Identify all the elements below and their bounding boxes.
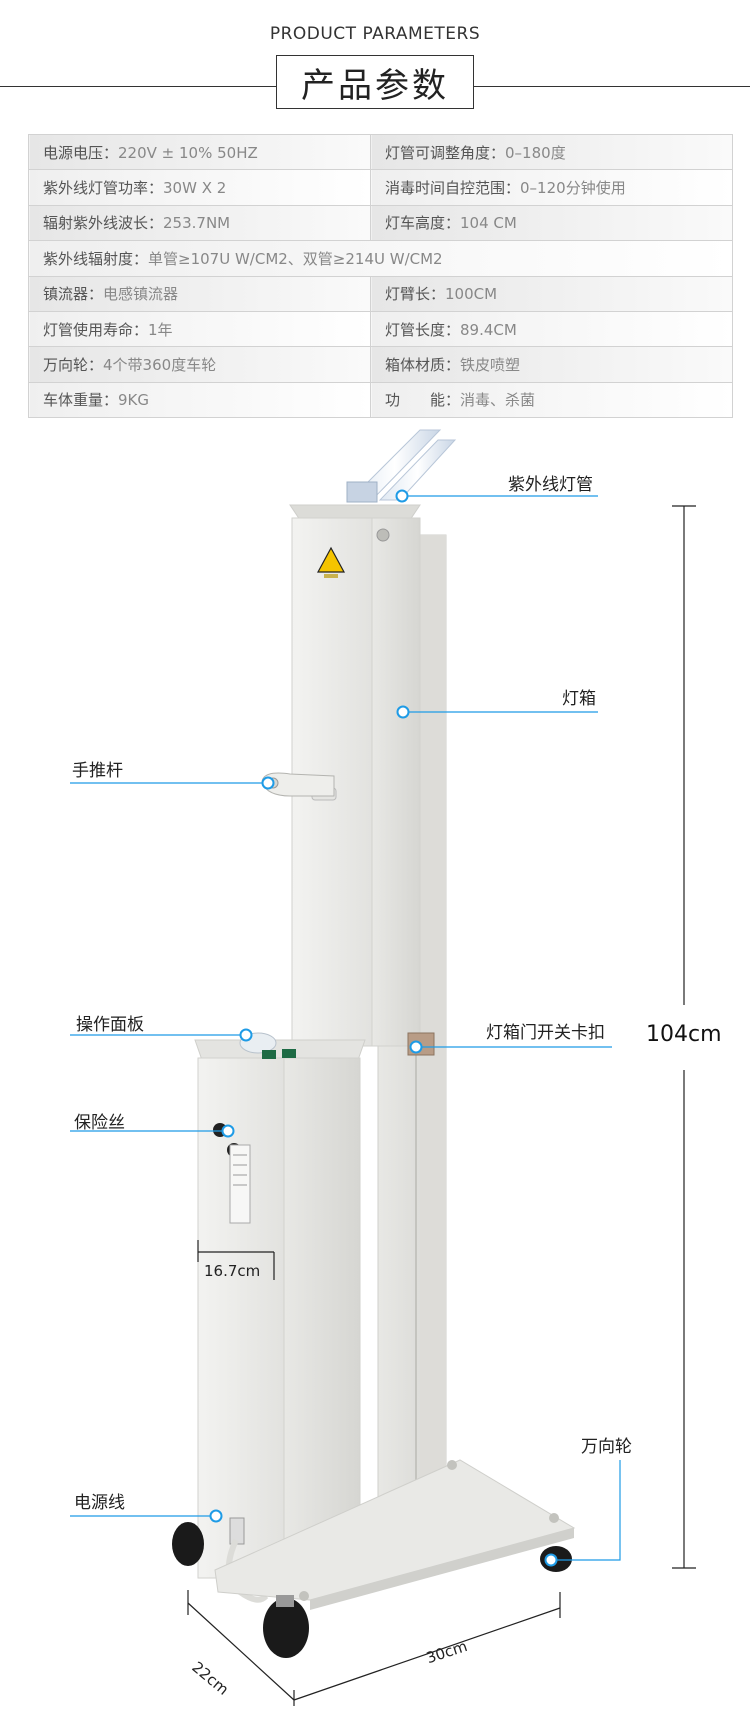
spec-value: 30W X 2 bbox=[163, 179, 227, 198]
section-title: 产品参数 bbox=[276, 55, 474, 109]
power-plug-icon bbox=[229, 1517, 245, 1545]
spec-value: 253.7NM bbox=[163, 214, 231, 233]
spec-label: 灯车高度： bbox=[385, 214, 461, 233]
spec-label: 辐射紫外线波长： bbox=[43, 214, 164, 233]
spec-label: 万向轮： bbox=[43, 355, 104, 374]
base-width-dimension-line bbox=[197, 1240, 275, 1280]
spec-cell: 辐射紫外线波长：253.7NM bbox=[28, 204, 371, 242]
switch-icon bbox=[262, 1050, 276, 1059]
spec-label: 灯臂长： bbox=[385, 285, 446, 304]
spec-cell: 灯臂长：100CM bbox=[370, 275, 733, 312]
spec-row: 镇流器：电感镇流器灯臂长：100CM bbox=[28, 275, 733, 312]
spec-cell: 紫外线灯管功率：30W X 2 bbox=[28, 169, 371, 206]
spec-value: 0–120分钟使用 bbox=[520, 179, 626, 198]
callout-lamp-box: 灯箱 bbox=[562, 689, 596, 709]
callout-lines bbox=[70, 495, 621, 1561]
spec-label: 车体重量： bbox=[43, 391, 119, 410]
callout-control-panel: 操作面板 bbox=[76, 1015, 144, 1035]
spec-value: 消毒、杀菌 bbox=[460, 391, 536, 410]
spec-label: 功 能： bbox=[385, 391, 461, 410]
spec-label: 灯管可调整角度： bbox=[385, 143, 506, 162]
callout-uv-tube: 紫外线灯管 bbox=[508, 475, 593, 495]
spec-label: 紫外线灯管功率： bbox=[43, 179, 164, 198]
spec-value: 铁皮喷塑 bbox=[460, 355, 521, 374]
spec-cell: 万向轮：4个带360度车轮 bbox=[28, 346, 371, 383]
product-illustration bbox=[70, 429, 696, 1706]
footprint-dimension-lines bbox=[187, 1590, 561, 1706]
dimension-base-width: 16.7cm bbox=[204, 1262, 261, 1280]
spec-cell: 消毒时间自控范围：0–120分钟使用 bbox=[370, 169, 733, 206]
spec-row: 万向轮：4个带360度车轮箱体材质：铁皮喷塑 bbox=[28, 346, 733, 383]
callout-caster: 万向轮 bbox=[581, 1437, 632, 1457]
spec-cell: 功 能：消毒、杀菌 bbox=[370, 381, 733, 419]
spec-label: 灯管使用寿命： bbox=[43, 320, 149, 339]
title-rule-right bbox=[474, 86, 750, 87]
spec-cell: 灯管可调整角度：0–180度 bbox=[370, 133, 733, 171]
callout-power-cord: 电源线 bbox=[74, 1493, 125, 1513]
english-section-title: PRODUCT PARAMETERS bbox=[269, 24, 481, 44]
spec-value: 电感镇流器 bbox=[103, 285, 179, 304]
spec-value: 9KG bbox=[118, 391, 150, 410]
spec-value: 0–180度 bbox=[505, 143, 566, 162]
callout-dots bbox=[209, 489, 558, 1567]
spec-cell: 箱体材质：铁皮喷塑 bbox=[370, 346, 733, 383]
spec-label: 灯管长度： bbox=[385, 320, 461, 339]
spec-label: 消毒时间自控范围： bbox=[385, 179, 521, 198]
spec-value: 89.4CM bbox=[460, 320, 517, 339]
base-plate bbox=[214, 1459, 576, 1610]
spec-value: 220V ± 10% 50HZ bbox=[118, 143, 258, 162]
lamp-box bbox=[289, 504, 421, 1047]
switch-icon bbox=[282, 1049, 296, 1058]
spec-label: 电源电压： bbox=[43, 143, 119, 162]
dimension-height: 104cm bbox=[646, 1022, 722, 1047]
spec-value: 4个带360度车轮 bbox=[103, 355, 217, 374]
spec-cell: 紫外线辐射度：单管≥107U W/CM2、双管≥214U W/CM2 bbox=[28, 240, 733, 277]
spec-cell: 灯管长度：89.4CM bbox=[370, 310, 733, 348]
lower-cabinet bbox=[194, 1032, 366, 1603]
callout-lamp-box-latch: 灯箱门开关卡扣 bbox=[486, 1023, 605, 1043]
height-dimension-line bbox=[672, 505, 696, 1569]
spec-cell: 灯管使用寿命：1年 bbox=[28, 310, 371, 348]
spec-value: 单管≥107U W/CM2、双管≥214U W/CM2 bbox=[148, 249, 443, 268]
spec-label: 紫外线辐射度： bbox=[43, 249, 149, 268]
spec-cell: 电源电压：220V ± 10% 50HZ bbox=[28, 133, 371, 171]
callout-push-handle: 手推杆 bbox=[72, 761, 123, 781]
spec-label: 箱体材质： bbox=[385, 355, 461, 374]
spec-cell: 灯车高度：104 CM bbox=[370, 204, 733, 242]
spec-row: 灯管使用寿命：1年灯管长度：89.4CM bbox=[28, 310, 733, 348]
warning-icon bbox=[316, 546, 346, 573]
callout-fuse: 保险丝 bbox=[74, 1113, 125, 1133]
spec-value: 104 CM bbox=[460, 214, 517, 233]
title-rule-left bbox=[0, 86, 276, 87]
spec-label: 镇流器： bbox=[43, 285, 104, 304]
spec-value: 1年 bbox=[148, 320, 173, 339]
spec-value: 100CM bbox=[445, 285, 498, 304]
uv-tube-icon bbox=[346, 429, 457, 503]
spec-cell: 镇流器：电感镇流器 bbox=[28, 275, 371, 312]
spec-cell: 车体重量：9KG bbox=[28, 381, 371, 419]
spec-row: 紫外线辐射度：单管≥107U W/CM2、双管≥214U W/CM2 bbox=[28, 240, 733, 277]
